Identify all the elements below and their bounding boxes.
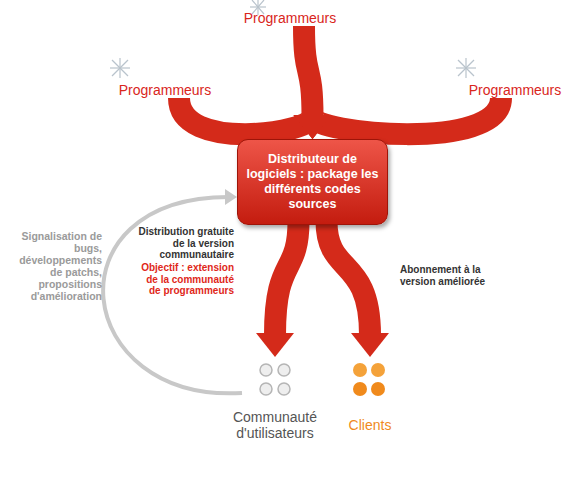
connector (179, 98, 332, 139)
node-text: Programmeurs (115, 82, 215, 99)
clients-group: Clients (338, 357, 402, 441)
client-icons (353, 363, 385, 396)
arrow-head (256, 333, 294, 357)
connector (294, 98, 502, 139)
programmer-source: Programmeurs (240, 10, 340, 30)
edge-label: Abonnement à la version améliorée (400, 264, 486, 287)
user-community: Communauté d'utilisateurs (212, 357, 338, 455)
connector (327, 221, 390, 357)
connector (294, 26, 332, 139)
connector (103, 189, 242, 393)
sparkle-icon (110, 0, 476, 78)
node-text: Clients (338, 417, 402, 433)
arrow-head (225, 189, 237, 205)
edge-label: Signalisation de bugs, développements de… (10, 230, 102, 302)
distributor-box: Distributeur de logiciels : package les … (237, 139, 388, 225)
node-text: Programmeurs (240, 10, 340, 27)
arrow-head (351, 333, 389, 357)
connector (256, 221, 299, 357)
programmer-source: Programmeurs (115, 82, 215, 102)
user-icons (260, 364, 290, 395)
node-text: Distributeur de logiciels : package les … (246, 152, 379, 212)
programmer-source: Programmeurs (462, 82, 568, 102)
edge-label: Distribution gratuite de la version comm… (136, 226, 234, 261)
node-text: Communauté d'utilisateurs (212, 409, 338, 441)
node-text: Programmeurs (462, 82, 568, 99)
note-label: Objectif : extension de la communauté de… (136, 262, 234, 297)
arrow-head (294, 115, 332, 139)
